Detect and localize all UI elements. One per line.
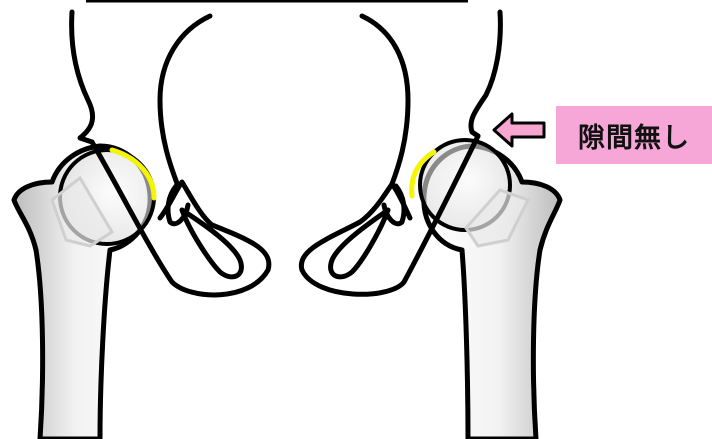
left-femur [14,146,154,439]
left-obturator [182,210,241,277]
pelvic-inlet [160,16,210,186]
right-femur [420,140,560,439]
annotation-label: 隙間無し [556,106,712,164]
pelvic-inlet-right [362,16,408,184]
right-ilium-outline [471,12,500,136]
left-ilium-outline [72,12,93,142]
left-arrow-icon [494,114,544,146]
